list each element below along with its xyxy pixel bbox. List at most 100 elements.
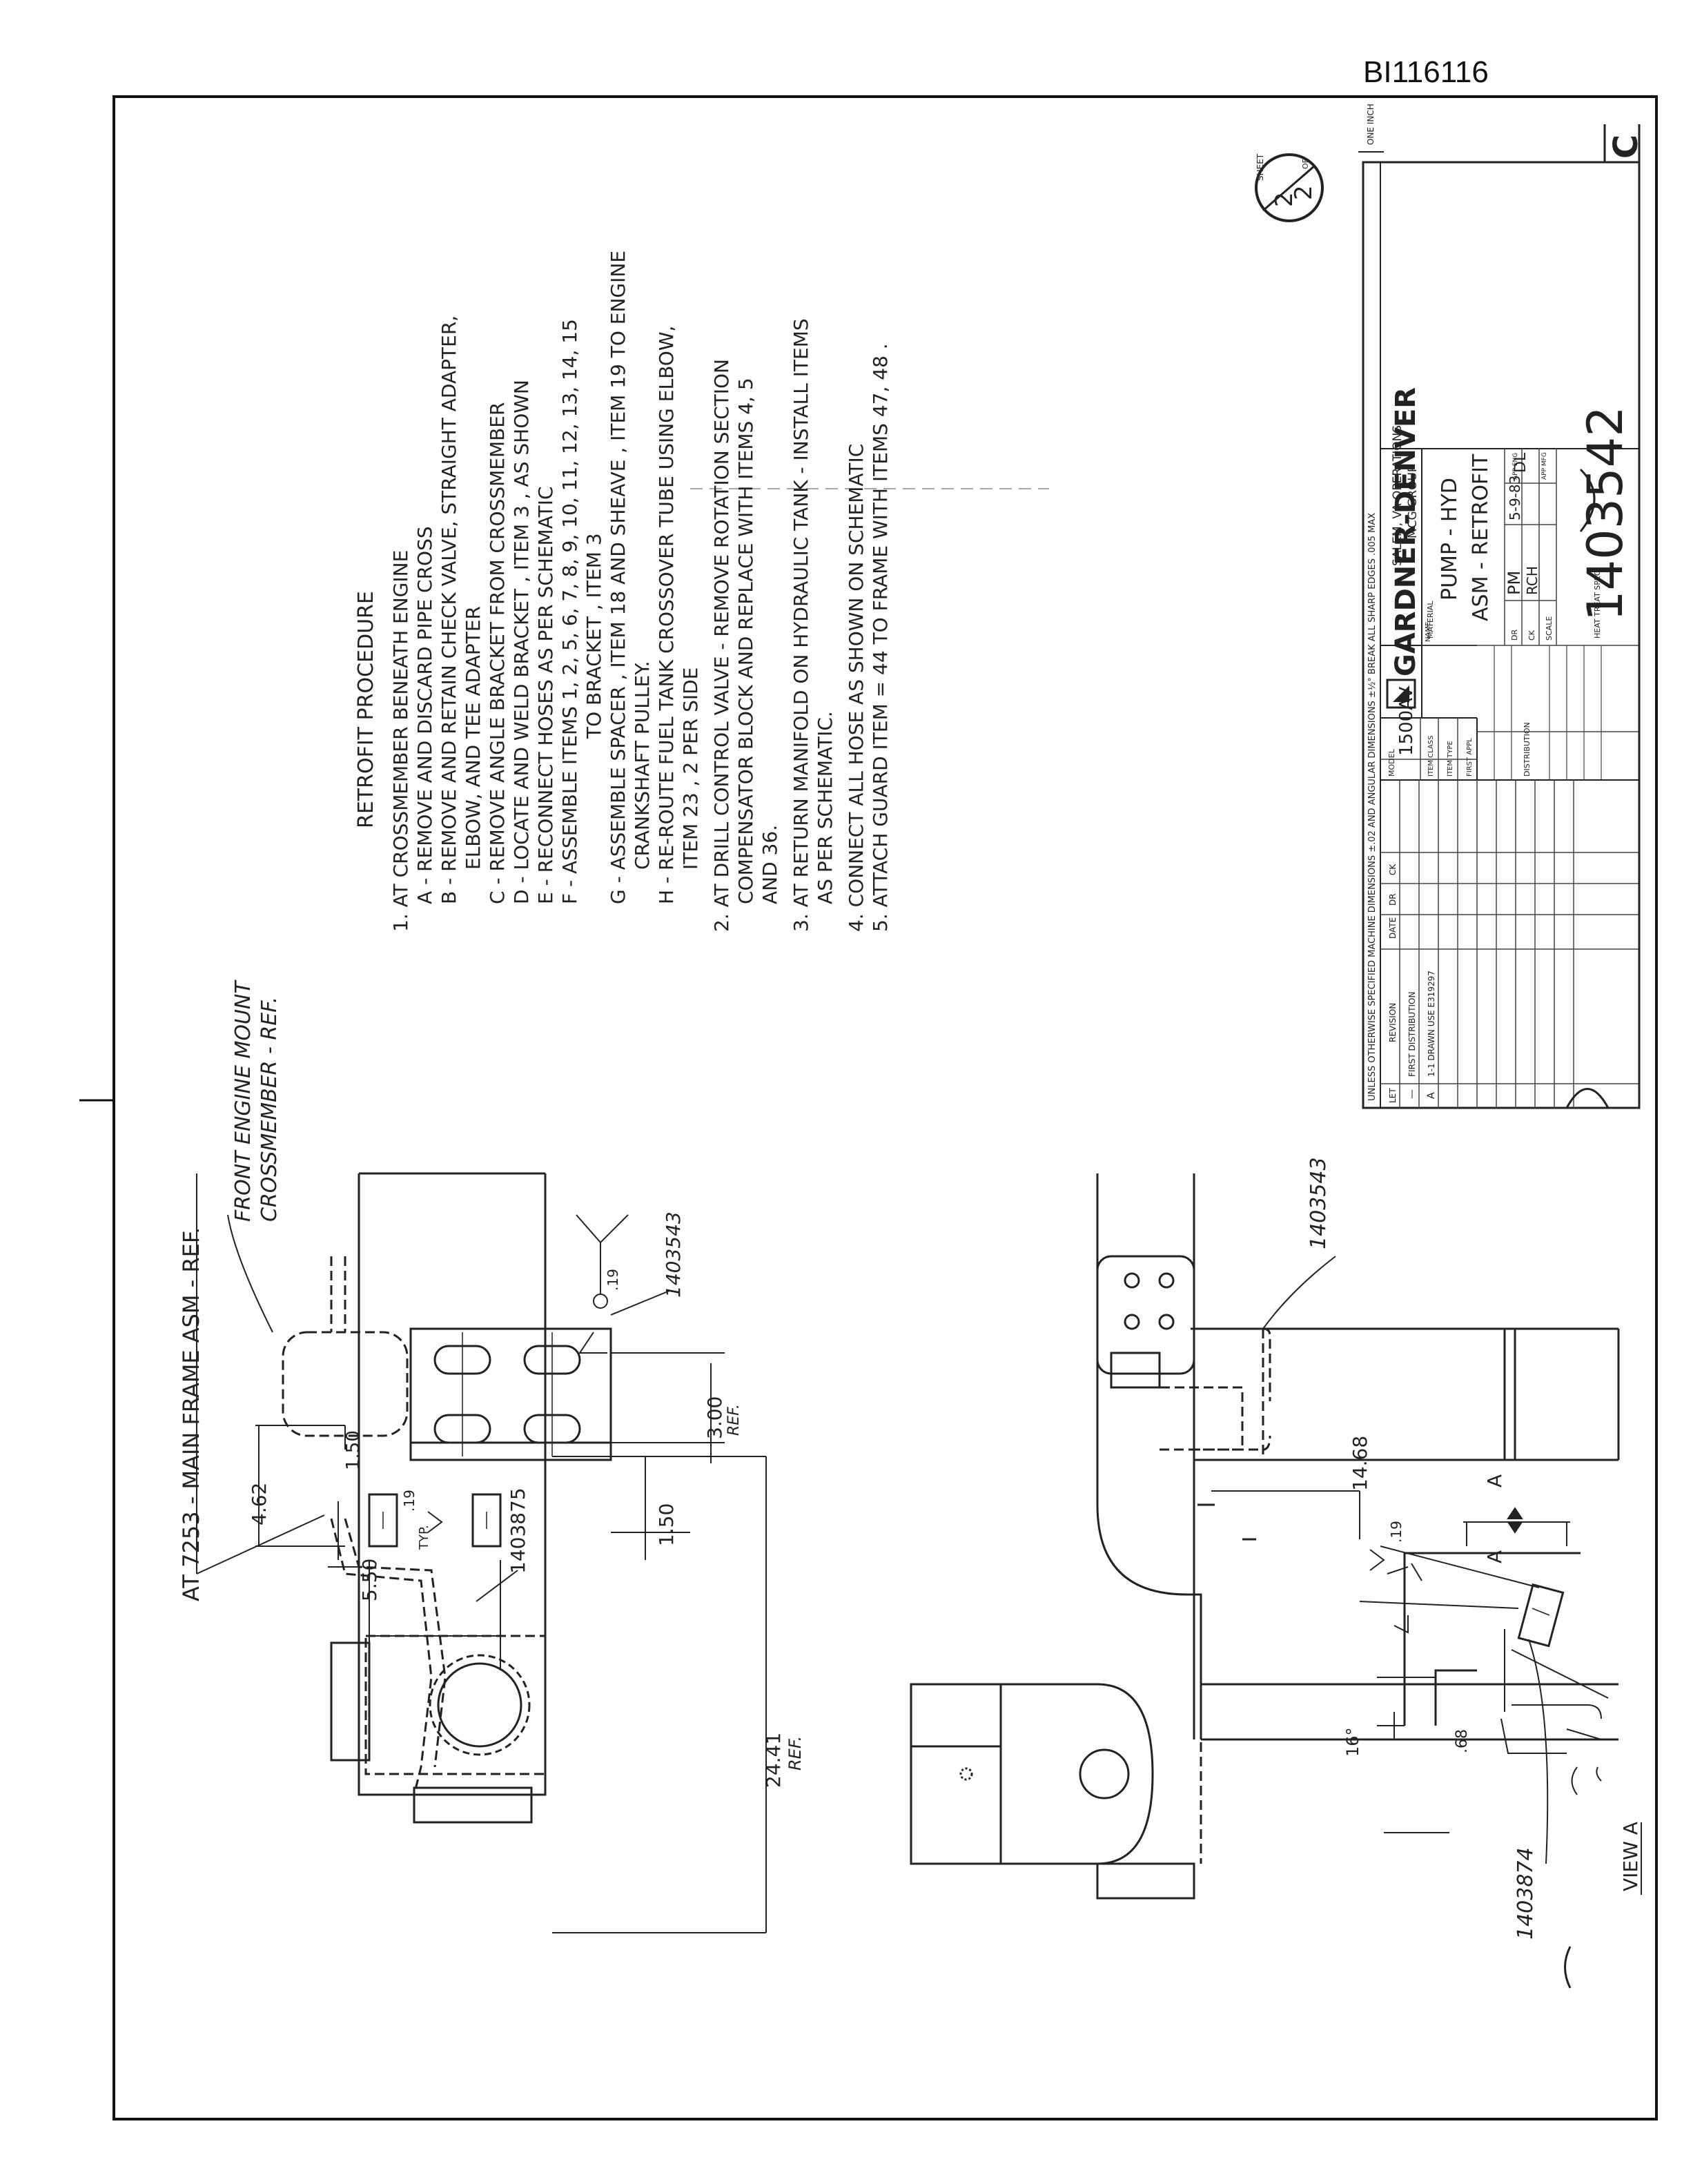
procedure-line: 1. AT CROSSMEMBER BENEATH ENGINE	[389, 550, 412, 932]
procedure-line: B - REMOVE AND RETAIN CHECK VALVE, STRAI…	[438, 315, 460, 904]
ck-label: CK	[1527, 630, 1536, 641]
model-label: MODEL	[1387, 748, 1396, 777]
general-note: UNLESS OTHERWISE SPECIFIED MACHINE DIMEN…	[1367, 513, 1378, 1101]
procedure-line: E - RECONNECT HOSES AS PER SCHEMATIC	[534, 486, 557, 904]
app-eng-label: APP ENG	[1512, 453, 1519, 480]
dim-68: .68	[1454, 1729, 1471, 1753]
part-1403543-side: 1403543	[1307, 1157, 1331, 1249]
dim-4-62: 4.62	[248, 1483, 271, 1525]
procedure-line: AND 36.	[759, 825, 781, 904]
heat-treat-label: HEAT TREAT SPEC	[1593, 570, 1602, 638]
weld-typ: TYP.	[417, 1525, 431, 1550]
procedure-line: 4. CONNECT ALL HOSE AS SHOWN ON SCHEMATI…	[845, 444, 868, 932]
view-a-detail	[1403, 1552, 1581, 1726]
dim-3-00: 3.00	[703, 1396, 726, 1439]
ck-value: RCH	[1524, 566, 1540, 595]
name-line-2: ASM - RETROFIT	[1469, 454, 1493, 621]
dim-1-50-b: 1.50	[655, 1503, 678, 1546]
part-1403874: 1403874	[1514, 1847, 1538, 1940]
col-ck: CK	[1388, 864, 1398, 875]
document-id: BI116116	[1363, 55, 1489, 89]
scale-ref-label: ONE INCH	[1366, 104, 1376, 145]
procedure-line: 3. AT RETURN MANIFOLD ON HYDRAULIC TANK …	[790, 318, 812, 932]
dim-1-50-a: 1.50	[343, 1430, 364, 1470]
part-1403875: 1403875	[507, 1488, 529, 1574]
procedure-line: F - ASSEMBLE ITEMS 1, 2, 5, 6, 7, 8, 9, …	[558, 319, 581, 904]
weld-19-b: .19	[605, 1269, 621, 1291]
procedure-title: RETROFIT PROCEDURE	[354, 591, 378, 828]
dim-24-41: 24.41	[762, 1733, 785, 1788]
rev-dash: —	[1407, 1089, 1418, 1099]
rev-a: A	[1426, 1092, 1437, 1099]
scale-reference: ONE INCH	[1358, 104, 1384, 153]
sheet-current: 2	[1271, 192, 1298, 207]
view-a-annotations	[1359, 1546, 1609, 1864]
dr-label: DR	[1510, 630, 1519, 641]
item-class: ITEM CLASS	[1427, 735, 1435, 777]
callout-crossmember-line2: CROSSMEMBER - REF.	[257, 997, 282, 1222]
rev-dash-text: FIRST DISTRIBUTION	[1407, 992, 1417, 1077]
procedure-line: COMPENSATOR BLOCK AND REPLACE WITH ITEMS…	[734, 378, 757, 904]
drawing-border	[113, 95, 1658, 2120]
distribution-label: DISTRIBUTION	[1523, 722, 1532, 777]
dim-angle-16: 16°	[1343, 1727, 1362, 1757]
col-date: DATE	[1388, 917, 1398, 939]
company-logo-icon	[1386, 679, 1416, 709]
weld-19-a: .19	[401, 1490, 418, 1512]
material-label: MATERIAL	[1426, 601, 1435, 638]
company-group: MCG GROUP	[1406, 465, 1420, 538]
procedure-line: G - ASSEMBLE SPACER , ITEM 18 AND SHEAVE…	[607, 251, 629, 904]
callout-crossmember-line1: FRONT ENGINE MOUNT	[231, 979, 255, 1222]
col-let: LET	[1388, 1088, 1398, 1103]
top-view-annotations	[196, 1173, 767, 1933]
title-block: UNLESS OTHERWISE SPECIFIED MACHINE DIMEN…	[1362, 124, 1645, 1109]
procedure-line: H - RE-ROUTE FUEL TANK CROSSOVER TUBE US…	[655, 326, 678, 904]
dim-5-50: 5.50	[358, 1559, 381, 1601]
name-label: NAME	[1425, 622, 1432, 642]
top-view	[282, 1172, 612, 1824]
view-a-label: VIEW A	[1619, 1822, 1642, 1891]
col-dr: DR	[1388, 893, 1398, 906]
dim-24-41-ref: REF.	[785, 1736, 805, 1771]
sheet-total: 2	[1290, 185, 1318, 200]
scale-label: SCALE	[1545, 616, 1554, 641]
company-name: GARDNER-DENVER	[1390, 387, 1422, 676]
procedure-line: AS PER SCHEMATIC.	[814, 711, 837, 904]
item-type: ITEM TYPE	[1447, 741, 1454, 777]
date-value: 5-9-83	[1507, 476, 1523, 520]
part-1403543-top: 1403543	[662, 1211, 685, 1298]
sheet-indicator: SHEET 2 2 OF	[1255, 153, 1324, 222]
name-line-1: PUMP - HYD	[1438, 478, 1462, 601]
procedure-line: ITEM 23 , 2 PER SIDE	[679, 667, 702, 870]
side-view	[910, 1173, 1620, 1900]
drawing-number: 1403542	[1577, 406, 1634, 621]
procedure-line: C - REMOVE ANGLE BRACKET FROM CROSSMEMBE…	[486, 402, 509, 904]
side-view-labels: 1403543 14.68 A A	[1307, 1157, 1506, 1563]
dim-14-68: 14.68	[1349, 1436, 1371, 1491]
view-a-labels: 16° .19 .68 1403874 VIEW A	[1343, 1521, 1642, 1940]
col-revision: REVISION	[1388, 1003, 1398, 1042]
procedure-line: TO BRACKET , ITEM 3	[583, 533, 605, 739]
sheet-of-label: OF	[1301, 159, 1310, 169]
procedure-line: ELBOW, AND TEE ADAPTER	[462, 606, 485, 870]
retrofit-procedure: RETROFIT PROCEDURE 1. AT CROSSMEMBER BEN…	[354, 251, 892, 932]
scan-mark	[1564, 1946, 1572, 1989]
procedure-line: 2. AT DRILL CONTROL VALVE - REMOVE ROTAT…	[710, 359, 733, 932]
top-view-labels: AT 7253 - MAIN FRAME ASM - REF. FRONT EN…	[178, 979, 805, 1788]
first-appl: FIRST APPL	[1466, 738, 1474, 777]
sheet-label: SHEET	[1255, 153, 1265, 181]
procedure-line: A - REMOVE AND DISCARD PIPE CROSS	[413, 526, 436, 904]
side-view-annotations	[1211, 1256, 1570, 1546]
procedure-line: CRANKSHAFT PULLEY.	[631, 661, 654, 870]
app-mfg-label: APP MFG	[1541, 452, 1548, 480]
rev-a-text: 1-1 DRAWN USE E319297	[1427, 971, 1436, 1077]
dr-value: PM	[1505, 571, 1524, 595]
callout-main-frame: AT 7253 - MAIN FRAME ASM - REF.	[178, 1227, 204, 1601]
app-value: DL	[1512, 452, 1529, 473]
procedure-line: D - LOCATE AND WELD BRACKET , ITEM 3 , A…	[510, 380, 533, 904]
weld-19-detail: .19	[1388, 1521, 1405, 1543]
section-marker-a-1: A	[1483, 1474, 1506, 1488]
company-location: SALEM, VA OPERATIONS	[1391, 425, 1405, 566]
